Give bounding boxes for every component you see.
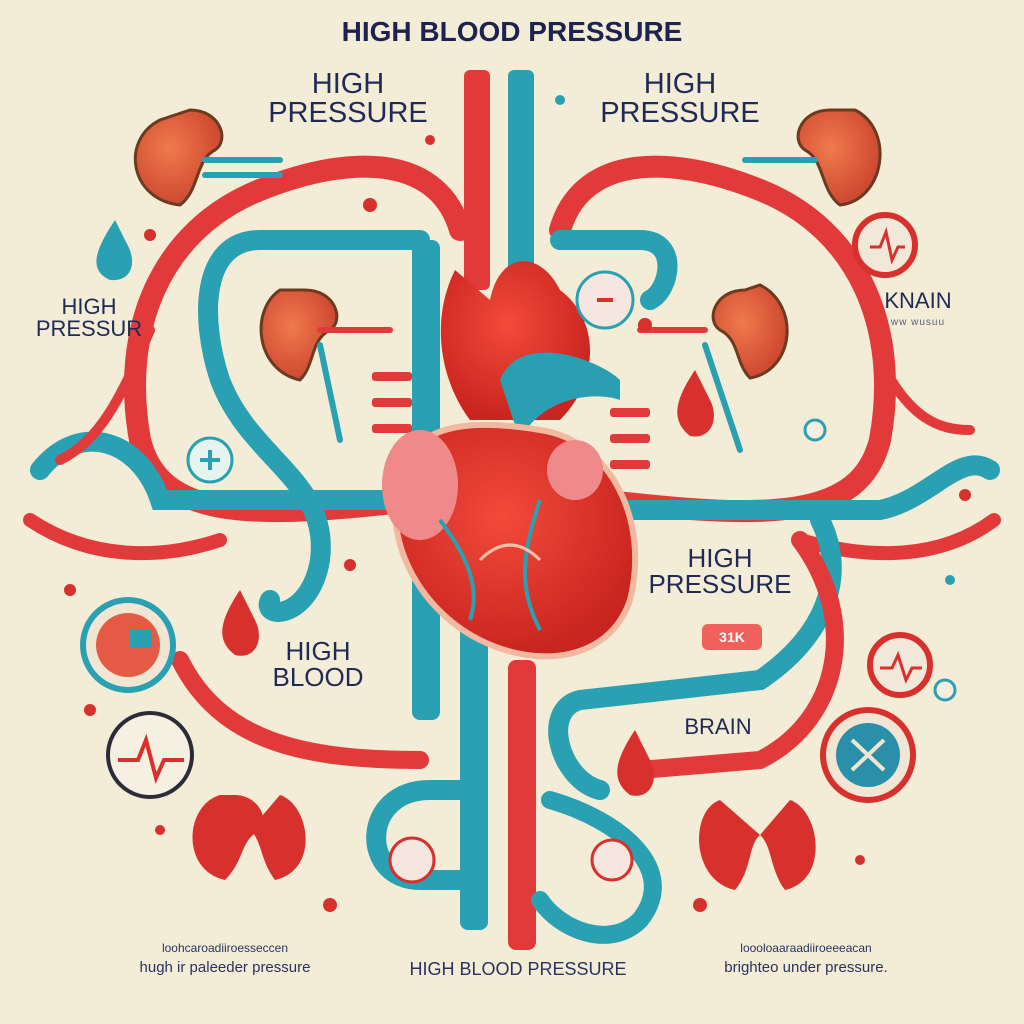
vessel-rungs <box>372 372 650 469</box>
caption-left-line-1: loohcaroadiiroesseccen <box>161 941 289 955</box>
heartbeat-monitor-icon <box>106 212 933 799</box>
artery-loops <box>23 155 1001 944</box>
decorative-dots <box>64 95 971 912</box>
heart-icon <box>382 261 639 660</box>
label-high-pressure-top-right: HIGH PRESSURE <box>600 68 760 129</box>
blood-drop-icon <box>222 370 714 796</box>
central-vessels <box>412 70 536 950</box>
label-brain: BRAIN <box>684 714 752 739</box>
label-knain: KNAIN <box>884 288 952 313</box>
caption-right-line-1: loooloaaraadiiroeeeacan <box>740 941 872 955</box>
label-knain-sub: ww wusuu <box>890 317 946 328</box>
status-badge: 31K <box>702 624 762 650</box>
label-high-blood-center-left: HIGH BLOOD <box>272 636 364 692</box>
label-high-pressur-mid-left: HIGH PRESSUR <box>35 294 143 341</box>
kidney-icon <box>133 108 882 890</box>
kidney-vessels <box>202 157 818 453</box>
plus-icon <box>186 270 635 884</box>
water-drop-icon <box>96 220 133 281</box>
gauge-icon <box>80 597 916 803</box>
label-high-blood-pressure-bottom: HIGH BLOOD PRESSURE <box>409 959 627 979</box>
label-high-pressure-top-left: HIGH PRESSURE <box>268 68 428 129</box>
label-high-pressure-center-right: HIGH PRESSURE <box>648 543 792 599</box>
page-title: HIGH BLOOD PRESSURE <box>341 16 683 47</box>
caption-left-line-2: hugh ir paleeder pressure <box>139 959 311 976</box>
caption-right-line-2: brighteo under pressure. <box>724 959 888 976</box>
